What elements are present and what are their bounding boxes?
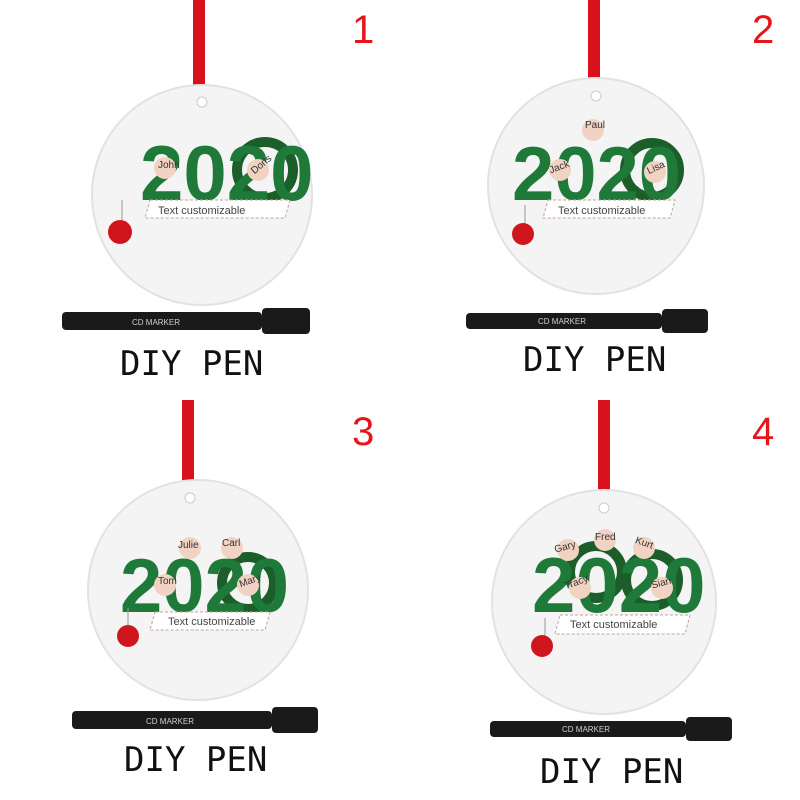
pen-label: CD MARKER	[132, 318, 180, 327]
panel-number: 4	[752, 410, 775, 454]
ornament-disc	[87, 479, 309, 701]
caption: DIY PEN	[124, 740, 268, 780]
pen-label: CD MARKER	[562, 725, 610, 734]
product-panel-2: 2020 Paul Jack Lisa Text customizable CD…	[400, 0, 800, 400]
ornament-illustration: 2020 Gary Fred Kurt Tracy Sian Text cust…	[490, 400, 732, 741]
face-icon	[557, 539, 579, 561]
pen-label: CD MARKER	[538, 317, 586, 326]
bauble-icon	[117, 625, 139, 647]
name-label: John	[158, 160, 180, 171]
banner-text: Text customizable	[558, 205, 645, 217]
banner	[542, 199, 676, 219]
hanging-hole	[184, 492, 196, 504]
pen-body	[62, 312, 262, 330]
pen-cap	[272, 707, 318, 733]
caption: DIY PEN	[523, 340, 667, 380]
pen-cap	[662, 309, 708, 333]
pen-cap	[686, 717, 732, 741]
bauble-icon	[108, 220, 132, 244]
product-panel-1: 2020 John Doris Text customizable CD MAR…	[0, 0, 400, 400]
face-icon	[221, 537, 243, 559]
pen-body	[490, 721, 686, 737]
name-label: Julie	[178, 540, 199, 551]
caption: DIY PEN	[120, 344, 264, 384]
face-icon	[651, 577, 673, 599]
panel-number: 3	[352, 410, 375, 454]
product-panel-4: 2020 Gary Fred Kurt Tracy Sian Text cust…	[400, 400, 800, 800]
banner-text: Text customizable	[158, 205, 245, 217]
face-icon	[154, 157, 176, 179]
face-icon	[569, 577, 591, 599]
ornament-disc	[491, 489, 717, 715]
hanging-hole	[590, 90, 602, 102]
face-icon	[154, 574, 176, 596]
banner	[144, 199, 291, 219]
face-icon	[247, 159, 269, 181]
ribbon	[193, 0, 205, 110]
pen-body	[72, 711, 272, 729]
name-label: Gary	[553, 539, 577, 555]
face-icon	[633, 537, 655, 559]
ornament-illustration: 2020 Paul Jack Lisa Text customizable CD…	[466, 0, 708, 333]
product-panel-3: 2020 Julie Carl Tom Mary Text customizab…	[0, 400, 400, 800]
bauble-icon	[531, 635, 553, 657]
panel-number: 2	[752, 8, 775, 52]
ornament-illustration: 2020 Julie Carl Tom Mary Text customizab…	[72, 400, 318, 733]
ribbon	[598, 400, 610, 510]
name-label: Carl	[222, 538, 240, 549]
face-icon	[644, 161, 666, 183]
banner-text: Text customizable	[168, 616, 255, 628]
wreath-icon	[232, 137, 298, 203]
face-icon	[237, 574, 259, 596]
pen-label: CD MARKER	[146, 717, 194, 726]
wreath-icon	[217, 552, 279, 614]
face-icon	[582, 119, 604, 141]
hanging-hole	[196, 96, 208, 108]
ornament-disc	[487, 77, 705, 295]
name-label: Tom	[158, 576, 177, 587]
name-label: Fred	[595, 532, 616, 543]
hanging-hole	[598, 502, 610, 514]
wreath-icon	[620, 138, 684, 202]
ornament-illustration: 2020 John Doris Text customizable CD MAR…	[62, 0, 314, 334]
banner-text: Text customizable	[570, 619, 657, 631]
banner	[149, 611, 271, 631]
caption: DIY PEN	[540, 752, 684, 792]
pen-cap	[262, 308, 310, 334]
face-icon	[549, 159, 571, 181]
name-label: Sian	[650, 576, 672, 592]
pen-body	[466, 313, 662, 329]
face-icon	[179, 537, 201, 559]
bauble-icon	[512, 223, 534, 245]
panel-number: 1	[352, 8, 375, 52]
face-icon	[594, 529, 616, 551]
banner	[554, 614, 691, 635]
name-label: Paul	[585, 120, 605, 131]
